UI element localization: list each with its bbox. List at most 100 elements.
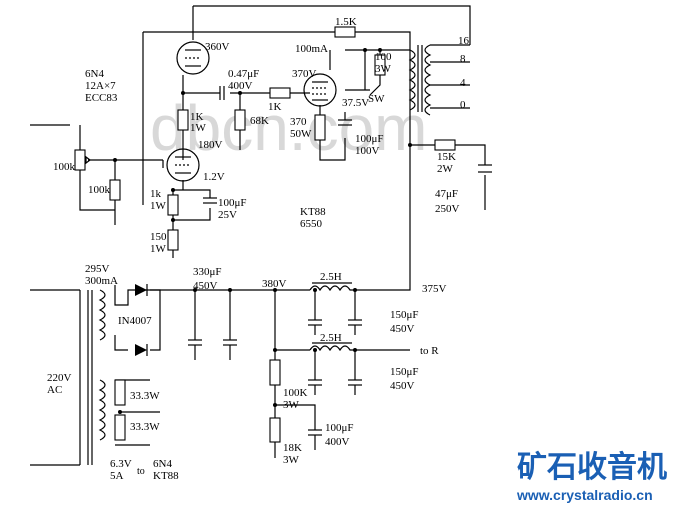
resistor-150-1w [167, 229, 179, 251]
label-r-100-a: 100 [375, 51, 392, 63]
label-r-33-b: 33.3W [130, 421, 160, 433]
resistor-1k-1w-lower [167, 194, 179, 216]
power-transformer [79, 289, 106, 465]
label-v-375: 375V [422, 283, 447, 295]
label-fil-v: 6.3V [110, 458, 132, 470]
tube-6n4-upper [176, 41, 210, 75]
label-r-1k: 1K [268, 101, 282, 113]
label-tap-8: 8 [460, 53, 466, 65]
label-r-100k-3w-a: 100K [283, 387, 308, 399]
label-v-37-5: 37.5V [342, 97, 369, 109]
label-v-180: 180V [198, 139, 223, 151]
label-c-330-b: 450V [193, 280, 218, 292]
label-c-100-100-a: 100μF [355, 133, 384, 145]
junction-dots [113, 48, 412, 414]
label-l-2-5h-a: 2.5H [320, 271, 342, 283]
label-v-295: 295V [85, 263, 110, 275]
label-to-r: to R [420, 345, 439, 357]
labels: 1.5K 360V 100mA 16 8 4 0 6N4 12A×7 ECC83… [47, 16, 470, 482]
label-tube-6n4: 6N4 [85, 68, 104, 80]
label-tap-16: 16 [458, 35, 470, 47]
potentiometer-100k [74, 149, 86, 171]
label-v-380: 380V [262, 278, 287, 290]
label-r-1k-b-b: 1W [150, 200, 167, 212]
resistor-1k [269, 87, 291, 99]
label-r-370-a: 370 [290, 116, 307, 128]
label-c-47-b: 250V [435, 203, 460, 215]
resistor-15k-2w [434, 139, 456, 151]
label-r-150-a: 150 [150, 231, 167, 243]
label-tap-4: 4 [460, 77, 466, 89]
label-c-100-400-b: 400V [325, 436, 350, 448]
resistor-18k-3w [269, 417, 281, 443]
resistor-68k [234, 109, 246, 131]
resistors [74, 26, 456, 443]
resistor-1-5k [334, 26, 356, 38]
resistor-100-3w [374, 54, 386, 76]
label-r-18k-b: 3W [283, 454, 300, 466]
label-tube-12ax7: 12A×7 [85, 80, 116, 92]
label-r-1k-1w-a: 1K [190, 111, 204, 123]
label-c-047: 0.47μF [228, 68, 259, 80]
output-transformer [408, 44, 432, 116]
label-diode: IN4007 [118, 315, 152, 327]
label-l-2-5h-b: 2.5H [320, 332, 342, 344]
label-fil-to: to [137, 466, 145, 477]
label-c-100-100-b: 100V [355, 145, 380, 157]
label-c-150-b2: 450V [390, 380, 415, 392]
label-sw: SW [368, 93, 385, 105]
label-r-15k-b: 2W [437, 163, 454, 175]
label-r-1k-b-a: 1k [150, 188, 162, 200]
capacitors-electrolytic [188, 119, 492, 450]
label-c-47-a: 47μF [435, 188, 458, 200]
label-tap-0: 0 [460, 99, 466, 111]
label-c-150-a2: 450V [390, 323, 415, 335]
label-r-1-5k: 1.5K [335, 16, 357, 28]
choke-2-5h-b [309, 342, 355, 352]
label-c-100-25-b: 25V [218, 209, 237, 221]
label-r-370-b: 50W [290, 128, 312, 140]
tube-6n4-lower [166, 148, 200, 182]
label-r-100-b: 3W [375, 63, 392, 75]
label-c-330-a: 330μF [193, 266, 222, 278]
resistor-33-3w-a [114, 379, 126, 406]
label-tube-ecc83: ECC83 [85, 92, 118, 104]
label-v-370: 370V [292, 68, 317, 80]
wires [30, 5, 486, 466]
label-fil-a: 5A [110, 470, 124, 482]
logo-url: www.crystalradio.cn [516, 487, 653, 503]
label-c-150-a1: 150μF [390, 309, 419, 321]
label-r-150-b: 1W [150, 243, 167, 255]
label-v-360: 360V [205, 41, 230, 53]
resistor-370-50w [314, 114, 326, 141]
label-r-15k-a: 15K [437, 151, 456, 163]
label-c-047-v: 400V [228, 80, 253, 92]
label-300ma: 300mA [85, 275, 118, 287]
label-r-1k-1w-b: 1W [190, 122, 207, 134]
label-c-150-b1: 150μF [390, 366, 419, 378]
capacitor-047uf [219, 86, 225, 100]
diode-bridge [135, 284, 148, 356]
label-v-1-2: 1.2V [203, 171, 225, 183]
label-ac: AC [47, 384, 62, 396]
resistor-100k [109, 179, 121, 201]
pot-wiper-arrow [85, 155, 91, 165]
label-v-220: 220V [47, 372, 72, 384]
label-tube-kt88: KT88 [300, 206, 326, 218]
resistor-100k-3w [269, 359, 281, 386]
logo-name: 矿石收音机 [517, 450, 667, 485]
watermark-text: dbcn.com [150, 92, 427, 164]
resistor-1k-1w [177, 109, 189, 131]
label-r-100k-3w-b: 3W [283, 399, 300, 411]
label-fil-t2: KT88 [153, 470, 179, 482]
label-r-18k-a: 18K [283, 442, 302, 454]
label-fil-t1: 6N4 [153, 458, 172, 470]
resistor-33-3w-b [114, 414, 126, 441]
label-c-100-25-a: 100μF [218, 197, 247, 209]
choke-2-5h-a [309, 282, 355, 292]
label-c-100-400-a: 100μF [325, 422, 354, 434]
label-r-68k: 68K [250, 115, 269, 127]
label-100ma: 100mA [295, 43, 328, 55]
tube-kt88 [303, 73, 337, 107]
